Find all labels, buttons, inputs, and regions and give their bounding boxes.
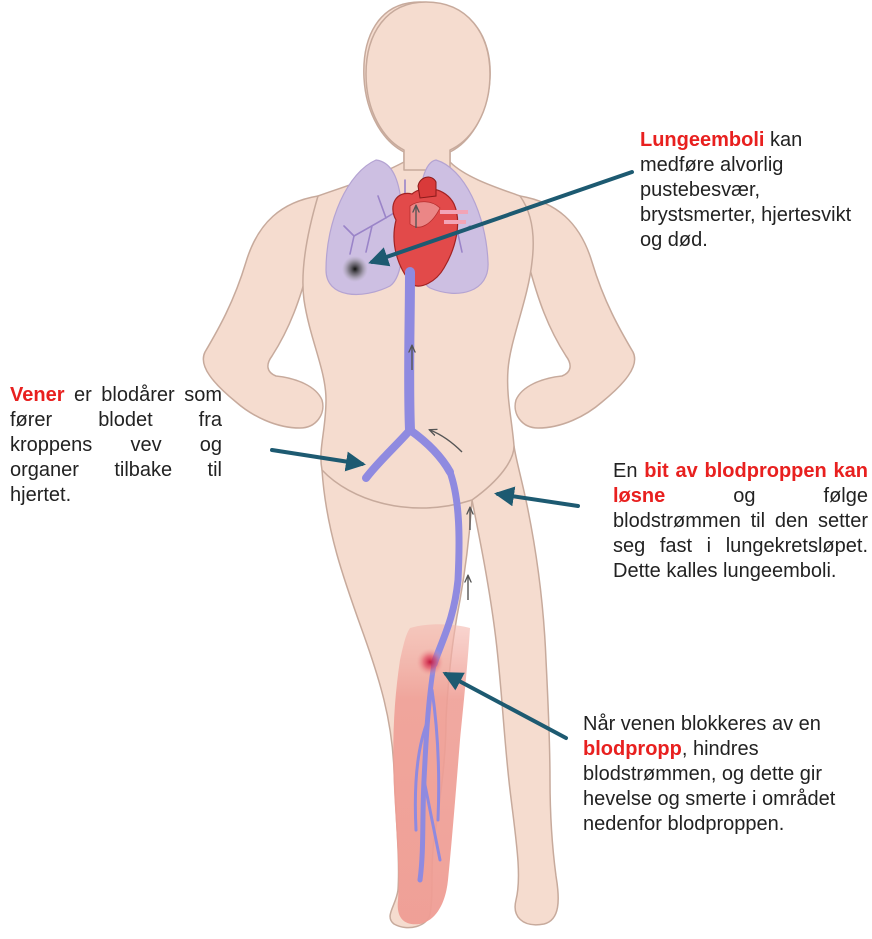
caption-veins-highlight: Vener xyxy=(10,384,64,406)
caption-lung-highlight: Lungeemboli xyxy=(640,129,764,151)
blood-clot-marker xyxy=(416,648,444,676)
caption-bit-av-blodproppen: En bit av blodproppen kan løsne og følge… xyxy=(613,459,868,584)
caption-vener: Vener er blodårer som fører blodet fra k… xyxy=(10,383,222,508)
leg-right xyxy=(472,446,558,925)
head-main xyxy=(366,2,490,170)
caption-blodpropp: Når venen blokkeres av en blodpropp, hin… xyxy=(583,712,858,837)
caption-clot-loose-before: En xyxy=(613,460,644,482)
caption-clot-before: Når venen blokkeres av en xyxy=(583,713,821,735)
caption-clot-highlight: blodpropp xyxy=(583,738,682,760)
caption-lungeemboli: Lungeemboli kan medføre alvorlig pustebe… xyxy=(640,128,865,253)
embolus-marker xyxy=(342,256,368,282)
